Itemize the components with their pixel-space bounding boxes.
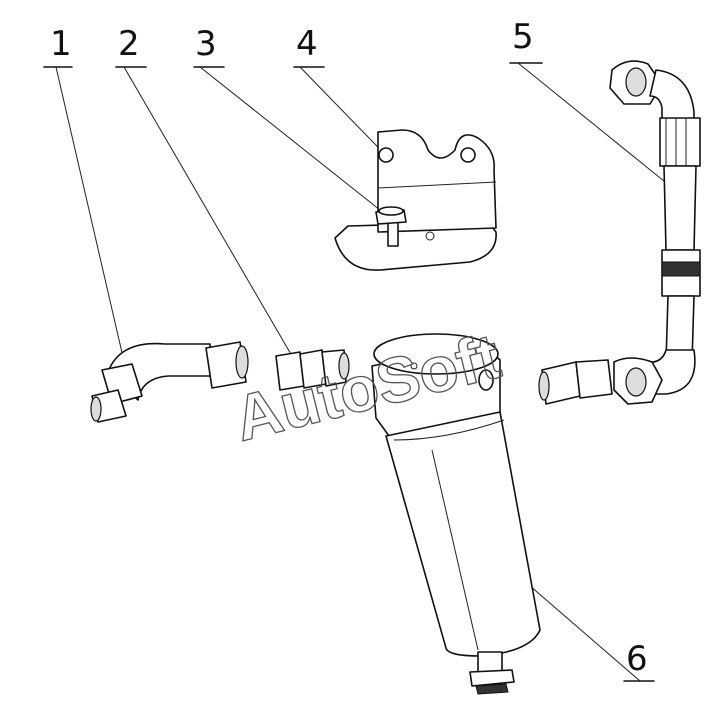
filter-canister: [371, 333, 541, 695]
leader-line-3: [199, 66, 381, 211]
callout-6-label: 6: [626, 639, 648, 679]
callout-4-label: 4: [296, 24, 318, 64]
leader-line-1: [55, 66, 127, 371]
callout-3: 3: [193, 24, 381, 211]
mounting-bracket: [334, 129, 497, 271]
callout-2: 2: [115, 24, 293, 357]
callout-1: 1: [43, 24, 127, 371]
callout-2-label: 2: [118, 24, 140, 64]
straight-adapter-fitting: [538, 359, 613, 405]
union-fitting: [275, 349, 350, 391]
mounting-bolt: [375, 206, 407, 247]
callout-1-label: 1: [50, 24, 72, 64]
leader-line-2: [123, 66, 293, 357]
leader-line-5: [517, 62, 676, 191]
callout-3-label: 3: [195, 24, 217, 64]
elbow-fitting: [90, 341, 249, 423]
hose-assembly: [609, 60, 701, 405]
callout-5: 5: [509, 17, 676, 191]
callout-5-label: 5: [512, 17, 534, 57]
